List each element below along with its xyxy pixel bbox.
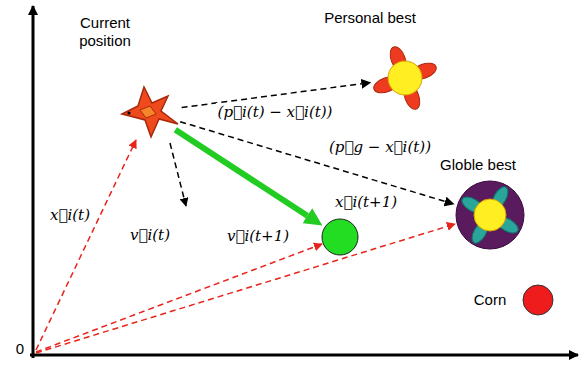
node-shape <box>455 180 525 250</box>
origin-label: 0 <box>16 340 24 358</box>
particle-bird: Current position <box>116 84 180 140</box>
edge-label: v⃗i(t+1) <box>225 227 291 245</box>
new-position-circle <box>322 219 358 255</box>
vector-label: v⃗i(t) <box>128 226 172 244</box>
flower-ring <box>456 181 524 249</box>
flower-center <box>474 199 506 231</box>
node-shape <box>522 284 554 316</box>
node-shape <box>373 46 437 110</box>
position-vector <box>36 244 322 352</box>
node-label: Personal best <box>324 9 416 27</box>
global-best-flower: Globle best <box>455 180 525 250</box>
x-axis <box>30 354 578 357</box>
new-position-circle: x⃗i(t+1) <box>321 218 359 256</box>
corn-circle: Corn <box>522 284 554 316</box>
personal-best-flower: Personal best <box>373 46 437 110</box>
bird-body <box>122 87 178 137</box>
position-vector <box>36 140 136 350</box>
node-shape <box>116 84 180 140</box>
y-axis <box>32 6 35 358</box>
position-vector <box>36 224 455 353</box>
node-shape <box>321 218 359 256</box>
node-label: Globle best <box>440 156 516 174</box>
node-label: x⃗i(t+1) <box>333 193 399 211</box>
velocity-vector <box>170 143 186 206</box>
edge-label: (p⃗g − x⃗i(t)) <box>327 138 433 156</box>
vector-label: x⃗i(t) <box>48 206 92 224</box>
corn-circle <box>523 285 553 315</box>
bird-wing <box>140 106 156 118</box>
node-label: Corn <box>474 291 507 309</box>
node-label: Current position <box>65 14 145 50</box>
bird-eye <box>127 111 130 114</box>
velocity-arrow <box>175 130 307 216</box>
edge-label: (p⃗i(t) − x⃗i(t)) <box>216 103 335 121</box>
flower-center <box>388 61 422 95</box>
